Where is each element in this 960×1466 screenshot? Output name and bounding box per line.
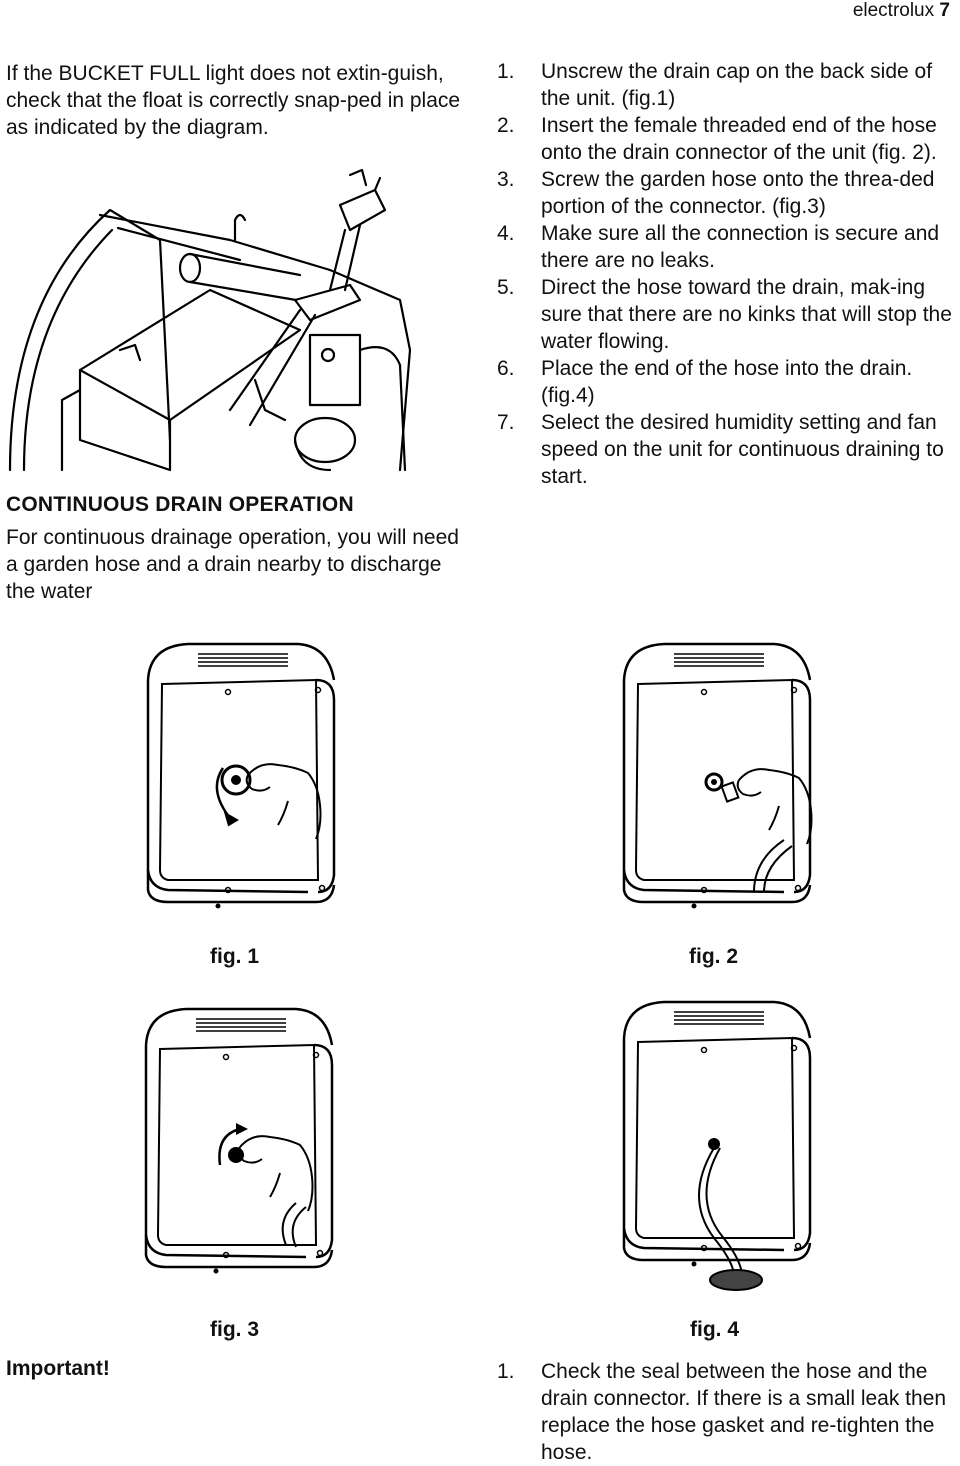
step-number: 6. [497, 357, 515, 380]
figure-1-illustration [146, 642, 336, 910]
step-number: 3. [497, 168, 515, 191]
step-text: Make sure all the connection is secure a… [541, 222, 940, 272]
list-item: 5. Direct the hose toward the drain, mak-… [497, 274, 957, 355]
important-text: Check the seal between the hose and the … [541, 1360, 947, 1464]
list-item: 1. Check the seal between the hose and th… [497, 1358, 957, 1466]
figure-4-label: fig. 4 [690, 1318, 740, 1341]
step-text: Direct the hose toward the drain, mak-in… [541, 276, 952, 353]
section-title: CONTINUOUS DRAIN OPERATION [6, 493, 354, 516]
page-header: electrolux 7 [853, 0, 950, 22]
list-item: 1. Unscrew the drain cap on the back side… [497, 58, 957, 112]
figure-2-illustration [622, 642, 813, 910]
step-text: Place the end of the hose into the drain… [541, 357, 913, 407]
float-diagram [8, 168, 412, 472]
list-item: 3. Screw the garden hose onto the threa-d… [497, 166, 957, 220]
bucket-full-note: If the BUCKET FULL light does not extin-… [6, 62, 461, 139]
step-number: 4. [497, 222, 515, 245]
figure-1-label: fig. 1 [210, 945, 260, 968]
step-text: Screw the garden hose onto the threa-ded… [541, 168, 935, 218]
step-text: Unscrew the drain cap on the back side o… [541, 60, 933, 110]
step-number: 5. [497, 276, 515, 299]
important-list: 1. Check the seal between the hose and th… [497, 1358, 957, 1466]
list-item: 2. Insert the female threaded end of the … [497, 112, 957, 166]
list-item: 7. Select the desired humidity setting an… [497, 409, 957, 490]
item-number: 1. [497, 1360, 515, 1383]
brand-name: electrolux [852, 0, 935, 21]
steps-list: 1. Unscrew the drain cap on the back side… [497, 58, 957, 490]
figure-3-illustration [144, 1007, 334, 1275]
step-text: Select the desired humidity setting and … [541, 411, 944, 488]
list-item: 6. Place the end of the hose into the dra… [497, 355, 957, 409]
section-intro: For continuous drainage operation, you w… [6, 526, 459, 603]
step-text: Insert the female threaded end of the ho… [541, 114, 937, 164]
page-number: 7 [939, 0, 950, 21]
step-number: 1. [497, 60, 515, 83]
important-heading: Important! [6, 1357, 110, 1380]
step-number: 7. [497, 411, 515, 434]
figure-2-label: fig. 2 [689, 945, 739, 968]
figure-3-label: fig. 3 [210, 1318, 260, 1341]
step-number: 2. [497, 114, 515, 137]
figure-4-illustration [622, 1000, 812, 1291]
list-item: 4. Make sure all the connection is secure… [497, 220, 957, 274]
